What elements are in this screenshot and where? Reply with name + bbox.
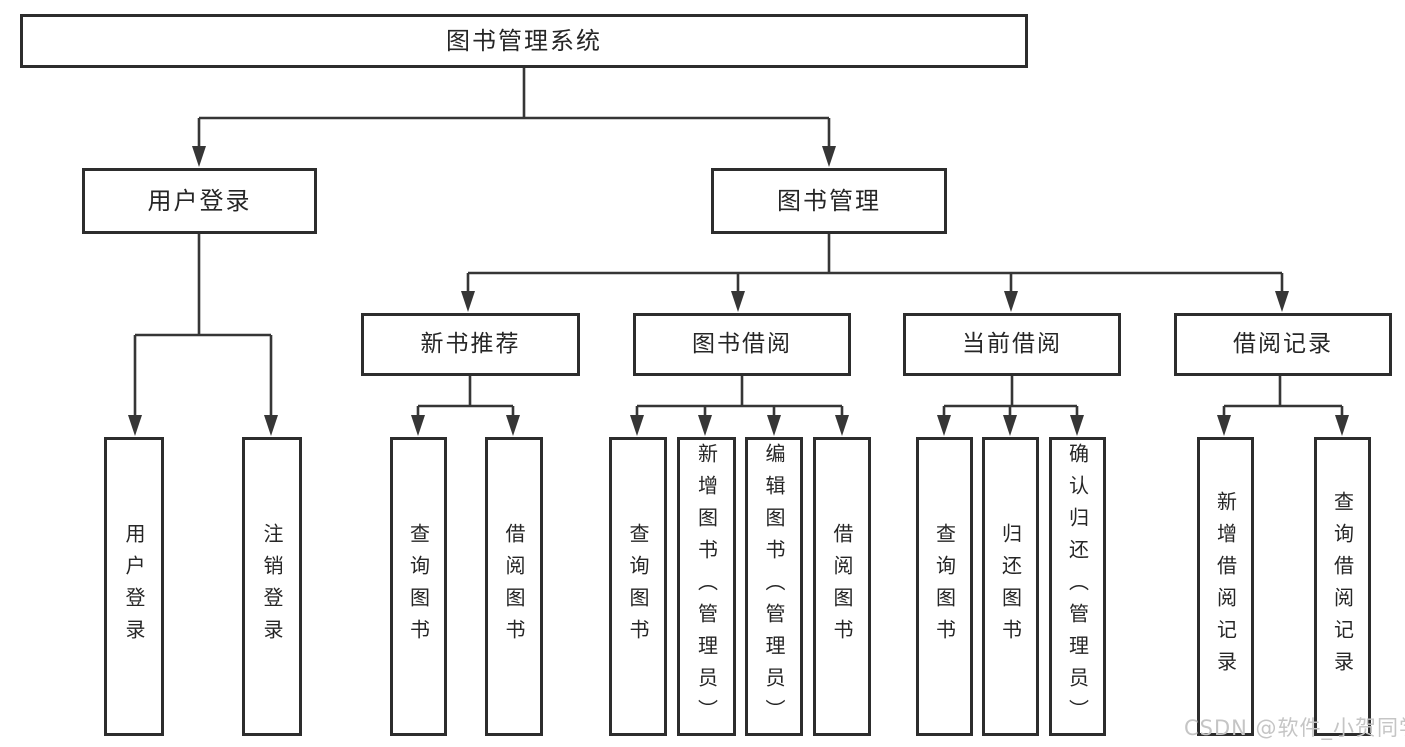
- box-nbr-borrow-books-label: 借阅图书: [502, 522, 526, 651]
- box-cb-confirm-return-admin: 确认归还（管理员）: [1049, 437, 1106, 736]
- box-leaf-logout: 注销登录: [242, 437, 302, 736]
- box-leaf-user-login-label: 用户登录: [122, 522, 146, 651]
- box-new-book-recommendation-label: 新书推荐: [420, 331, 521, 357]
- connector-paths: [133, 68, 1344, 420]
- watermark: CSDN @软件_小贺同学: [1184, 716, 1405, 740]
- box-borrowing-records: 借阅记录: [1174, 313, 1392, 376]
- box-bb-borrow-books-label: 借阅图书: [830, 522, 854, 651]
- box-bb-edit-book-admin: 编辑图书（管理员）: [745, 437, 803, 736]
- box-cb-query-books: 查询图书: [916, 437, 973, 736]
- box-book-borrowing-label: 图书借阅: [692, 331, 792, 357]
- box-user-login-label: 用户登录: [147, 187, 252, 215]
- box-library-system: 图书管理系统: [20, 14, 1028, 68]
- box-borrowing-records-label: 借阅记录: [1233, 331, 1333, 357]
- box-new-book-recommendation: 新书推荐: [361, 313, 580, 376]
- box-cb-return-books-label: 归还图书: [998, 522, 1023, 651]
- box-bb-query-books: 查询图书: [609, 437, 667, 736]
- box-bb-query-books-label: 查询图书: [626, 522, 650, 651]
- box-cb-return-books: 归还图书: [982, 437, 1039, 736]
- box-br-add-record-label: 新增借阅记录: [1213, 490, 1238, 683]
- box-br-query-record-label: 查询借阅记录: [1330, 490, 1355, 683]
- box-current-borrowing: 当前借阅: [903, 313, 1121, 376]
- box-user-login: 用户登录: [82, 168, 317, 234]
- box-current-borrowing-label: 当前借阅: [962, 331, 1062, 357]
- box-nbr-borrow-books: 借阅图书: [485, 437, 543, 736]
- box-bb-add-book-admin-label: 新增图书（管理员）: [694, 442, 719, 731]
- box-bb-add-book-admin: 新增图书（管理员）: [677, 437, 736, 736]
- box-nbr-query-books: 查询图书: [390, 437, 447, 736]
- box-br-query-record: 查询借阅记录: [1314, 437, 1371, 736]
- box-nbr-query-books-label: 查询图书: [406, 522, 431, 651]
- box-bb-edit-book-admin-label: 编辑图书（管理员）: [762, 442, 786, 731]
- box-cb-query-books-label: 查询图书: [932, 522, 957, 651]
- box-book-borrowing: 图书借阅: [633, 313, 851, 376]
- box-leaf-logout-label: 注销登录: [260, 522, 284, 651]
- box-book-management-label: 图书管理: [777, 187, 881, 215]
- box-cb-confirm-return-admin-label: 确认归还（管理员）: [1065, 442, 1090, 731]
- arrowheads: [128, 146, 1349, 436]
- box-leaf-user-login: 用户登录: [104, 437, 164, 736]
- box-bb-borrow-books: 借阅图书: [813, 437, 871, 736]
- box-library-system-label: 图书管理系统: [446, 27, 602, 55]
- box-book-management: 图书管理: [711, 168, 947, 234]
- box-br-add-record: 新增借阅记录: [1197, 437, 1254, 736]
